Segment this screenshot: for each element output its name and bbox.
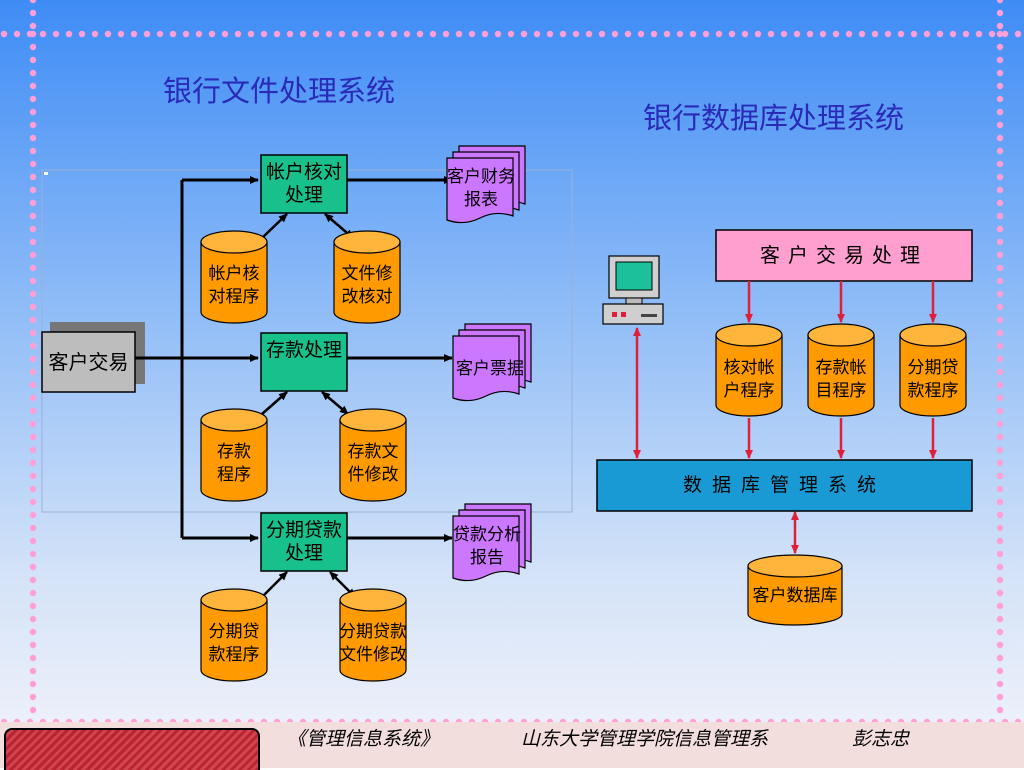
db-program-label-check: 核对帐 户程序: [723, 358, 775, 401]
trade-connectors: [135, 176, 259, 542]
program-label-file-modify: 文件修 改核对: [341, 264, 393, 307]
cylinder-deposit-program: [200, 408, 268, 502]
cylinder-check-account: [715, 323, 783, 417]
program-label-deposit-file: 存款文 件修改: [347, 442, 399, 485]
report-label-loan: 贷款分析 报告: [453, 525, 521, 568]
process-label-loan: 分期贷款 处理: [265, 519, 342, 564]
footer-institution: 山东大学管理学院信息管理系: [521, 728, 769, 750]
footer-author: 彭志忠: [852, 728, 910, 750]
customer-trade-label: 客户交易: [48, 349, 129, 374]
footer-course: 《管理信息系统》: [287, 728, 440, 750]
process-label-deposit: 存款处理: [265, 339, 342, 361]
cylinder-loan-file: [339, 588, 407, 682]
report-stack-financial: [446, 145, 526, 224]
db-program-label-loan: 分期贷 款程序: [907, 358, 959, 401]
cylinder-deposit-file: [339, 408, 407, 502]
footer-tab: [4, 728, 260, 770]
program-label-loan-file: 分期贷款 文件修改: [339, 622, 407, 665]
program-label-account: 帐户核 对程序: [208, 264, 260, 307]
title-file-system: 银行文件处理系统: [163, 74, 396, 108]
cylinder-deposit-account: [807, 323, 875, 417]
cylinder-file-modify: [333, 230, 401, 324]
trade-process-label: 客户交易处理: [760, 243, 928, 267]
process-box-account: [260, 154, 348, 214]
program-label-deposit: 存款 程序: [217, 442, 251, 485]
cylinder-loan-program: [200, 588, 268, 682]
report-arrows: [347, 176, 453, 542]
cylinder-installment-loan: [899, 323, 967, 417]
report-label-financial: 客户财务 报表: [447, 167, 515, 210]
title-db-system: 银行数据库处理系统: [643, 101, 905, 135]
db-program-label-deposit: 存款帐 目程序: [815, 358, 867, 401]
customer-trade-box: [41, 331, 136, 393]
report-label-bills: 客户票据: [456, 358, 524, 379]
dbms-label: 数据库管理系统: [682, 474, 886, 496]
cylinder-customer-database: [747, 554, 843, 626]
computer-icon: [602, 255, 664, 325]
report-stack-loan: [452, 503, 532, 582]
report-stack-bills: [452, 323, 532, 402]
cylinder-account-program: [200, 230, 268, 324]
db-arrows: [633, 281, 937, 554]
process-box-deposit: [260, 332, 348, 392]
process-box-loan: [260, 512, 348, 572]
database-label: 客户数据库: [752, 585, 838, 606]
process-label-account: 帐户核对 处理: [265, 161, 342, 206]
trade-process-box: [715, 229, 973, 282]
program-label-loan: 分期贷 款程序: [208, 622, 260, 665]
dbms-box: [596, 459, 973, 512]
